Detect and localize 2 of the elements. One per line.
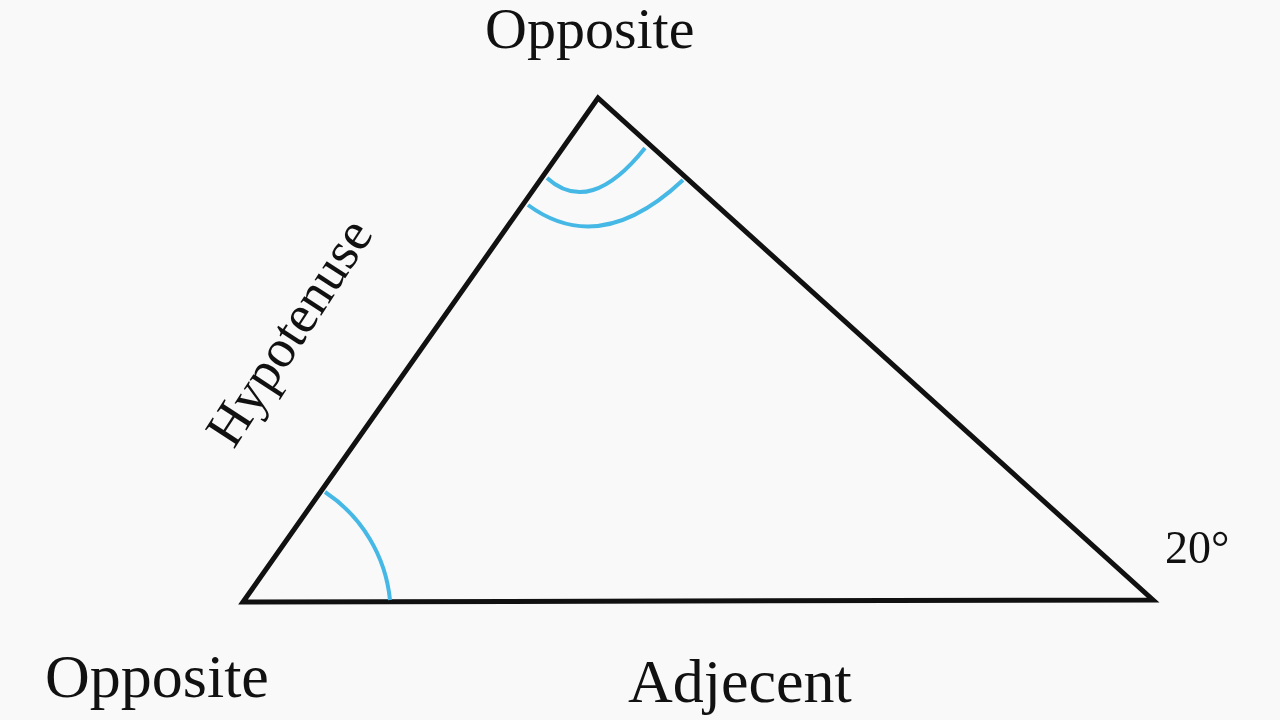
side-label: 20° xyxy=(1165,525,1230,571)
side-label: Opposite xyxy=(485,0,695,58)
